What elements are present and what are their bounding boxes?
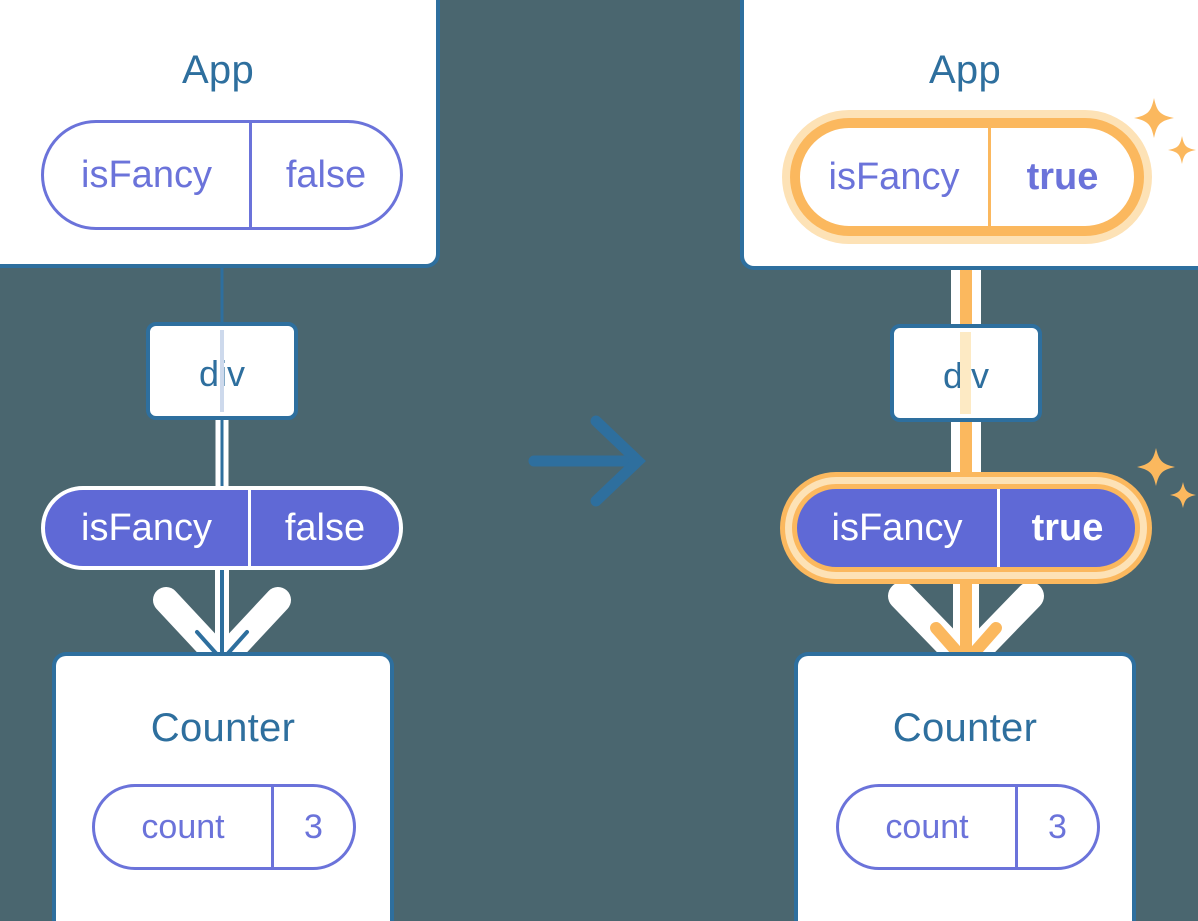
counter-state-pill-before[interactable]: count 3 — [92, 784, 356, 870]
arrow-right-icon — [528, 415, 646, 507]
state-value: true — [988, 128, 1134, 226]
edge-prop-to-counter-right — [888, 560, 1044, 676]
app-state-pill-before[interactable]: isFancy false — [41, 120, 403, 230]
page-title-app-before: App — [181, 48, 255, 92]
edge-passthrough-div-before — [220, 330, 224, 412]
prop-value: false — [248, 490, 399, 566]
state-value: false — [249, 123, 400, 227]
page-title-counter-before: Counter — [150, 706, 296, 750]
prop-value: true — [997, 489, 1135, 567]
state-name: count — [885, 807, 969, 846]
app-card-before: App isFancy false — [0, 0, 440, 268]
prop-pill-after[interactable]: isFancy true — [792, 484, 1140, 572]
prop-name: isFancy — [81, 506, 212, 549]
state-value: 3 — [271, 787, 353, 867]
edge-passthrough-div-after — [960, 332, 971, 414]
prop-pill-before[interactable]: isFancy false — [41, 486, 403, 570]
state-name: count — [141, 807, 225, 846]
state-name: isFancy — [828, 155, 960, 198]
state-value: 3 — [1015, 787, 1097, 867]
edge-prop-to-counter-left — [153, 560, 291, 673]
page-title-app-after: App — [928, 48, 1002, 92]
app-state-pill-after[interactable]: isFancy true — [790, 118, 1144, 236]
counter-card-after: Counter count 3 — [794, 652, 1136, 921]
prop-name: isFancy — [831, 506, 963, 549]
page-title-counter-after: Counter — [892, 706, 1038, 750]
state-name: isFancy — [81, 153, 212, 196]
counter-state-pill-after[interactable]: count 3 — [836, 784, 1100, 870]
counter-card-before: Counter count 3 — [52, 652, 394, 921]
